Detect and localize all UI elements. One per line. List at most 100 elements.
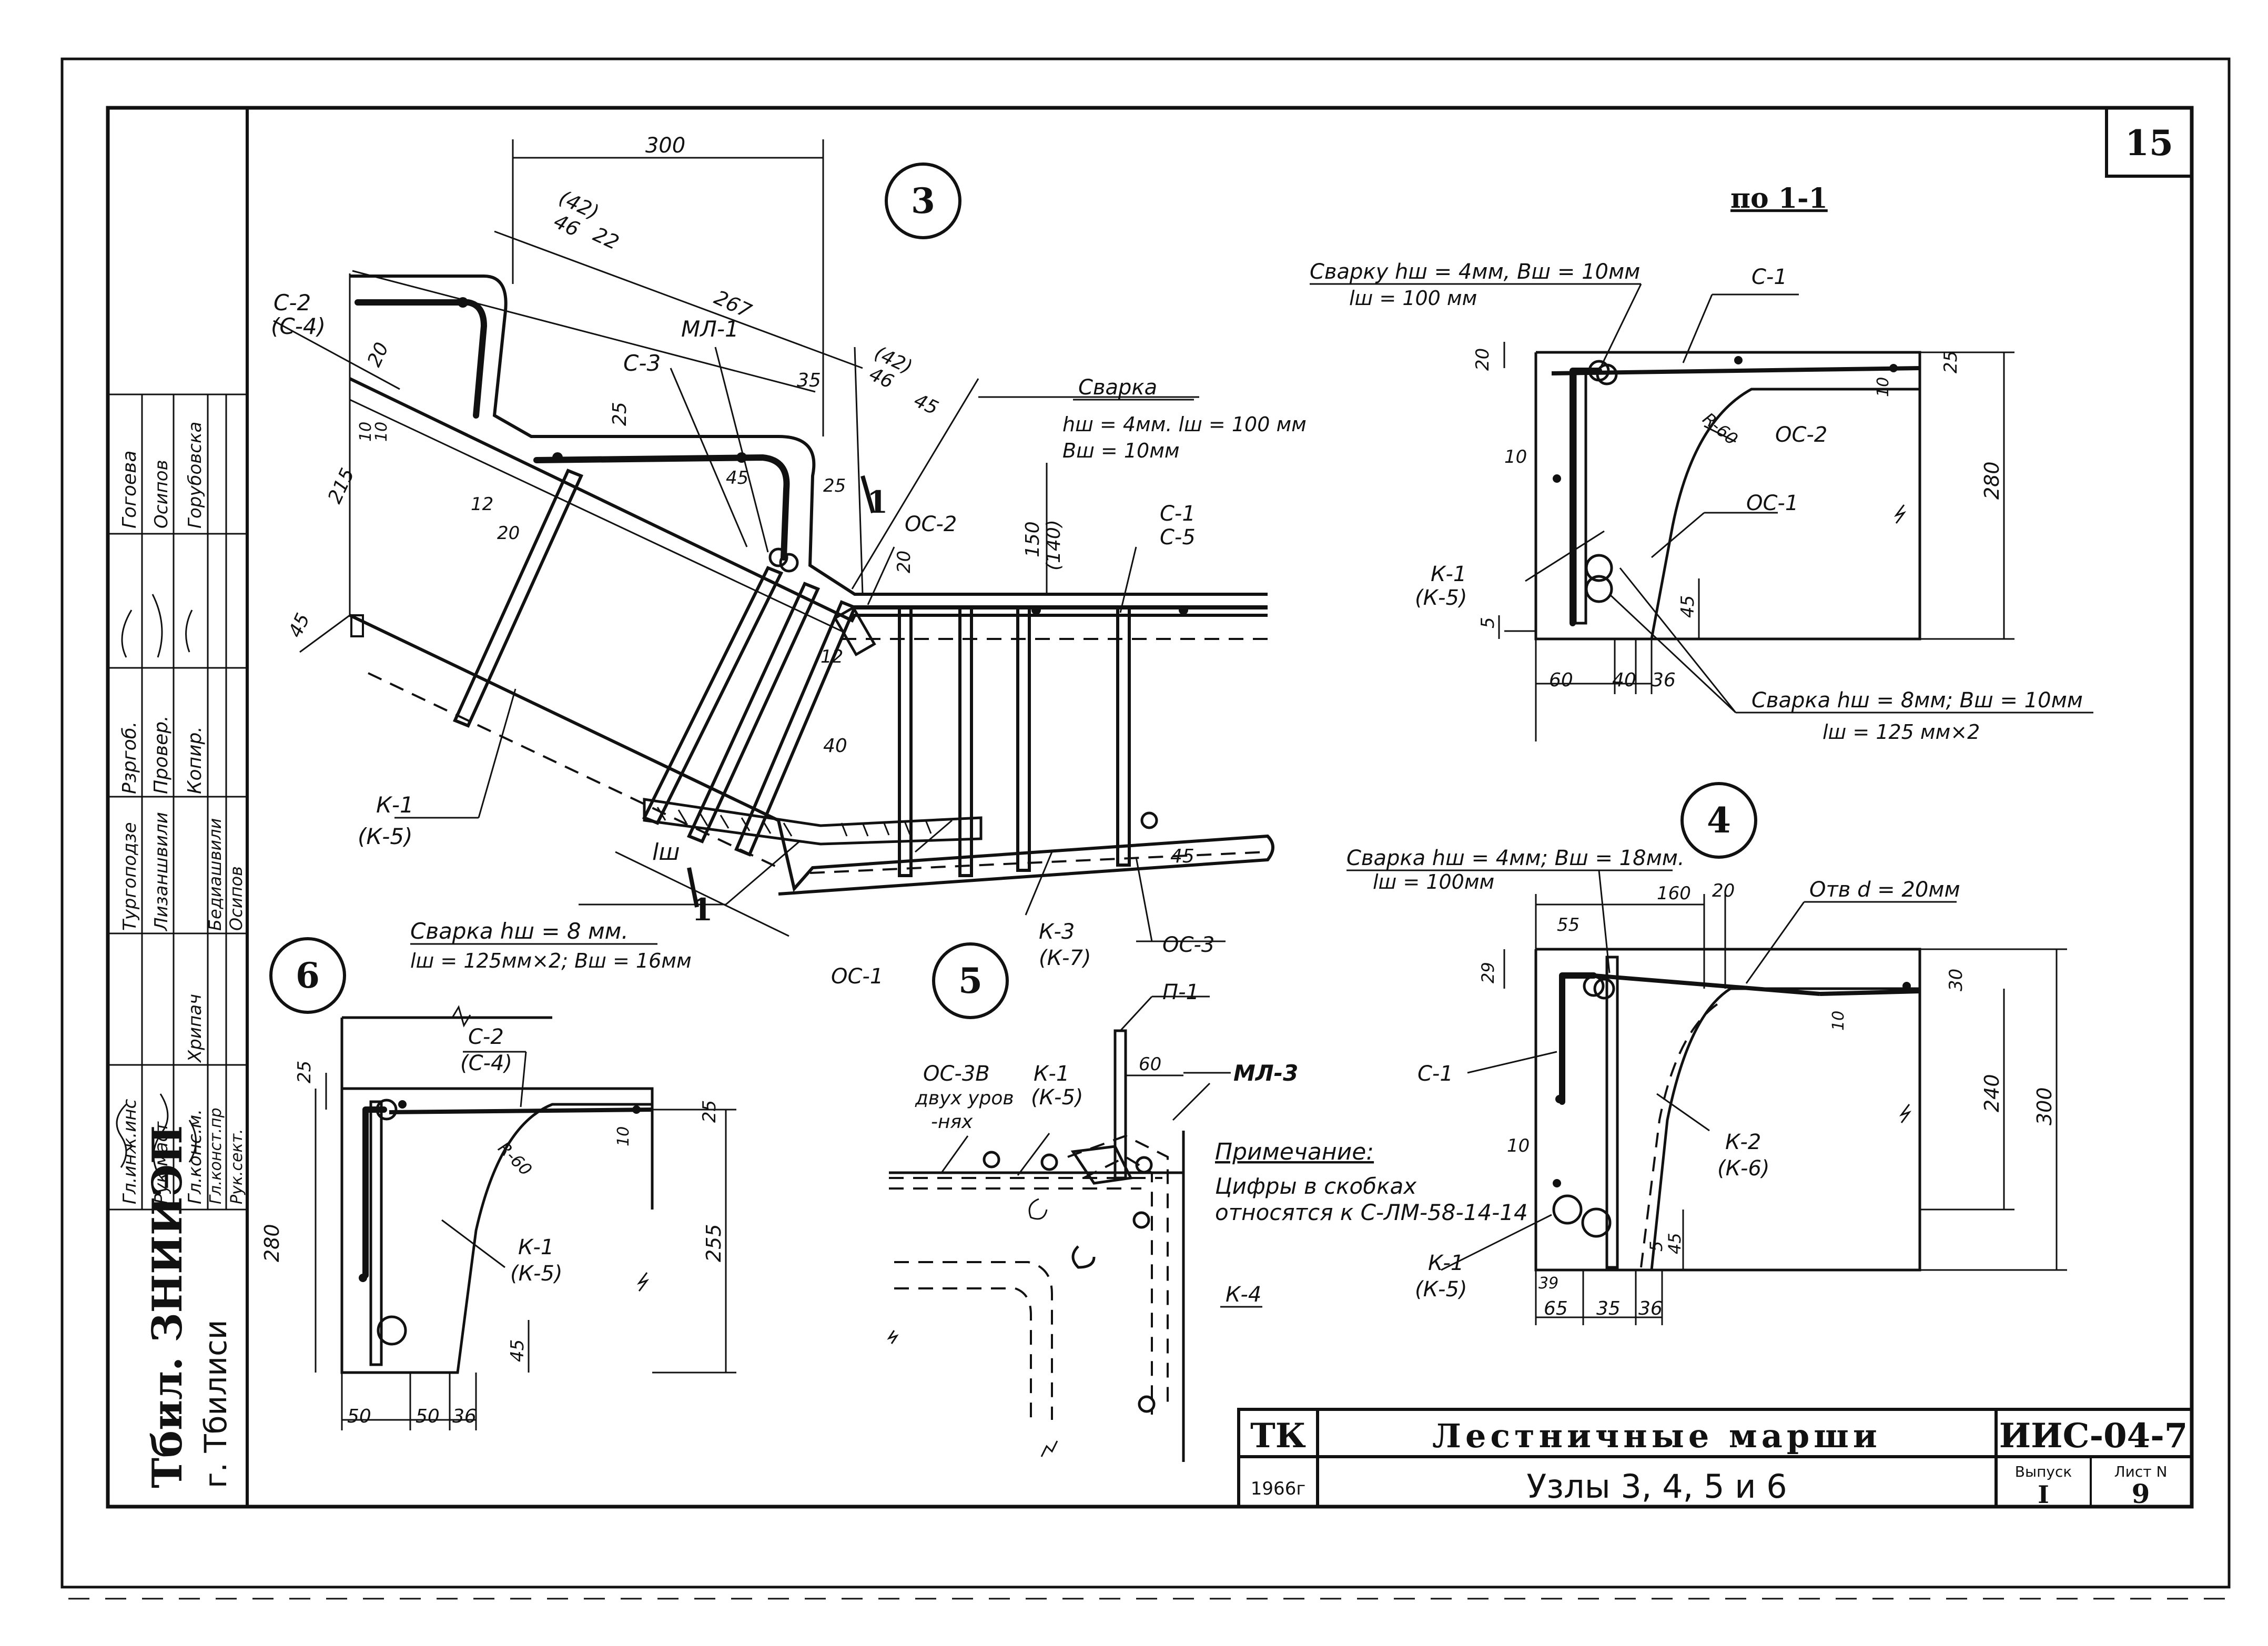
n3-dim-20c: 20 [894,551,915,573]
role-label-1: Гл.инж.инс [119,1099,140,1204]
n3-weld1-title: Сварка [1078,375,1157,400]
n4-dim-36: 36 [1638,1298,1663,1319]
n4-label-k2: К-2 [1725,1130,1761,1154]
n3-dim-300: 300 [645,134,685,158]
n4-dim-65: 65 [1544,1298,1568,1319]
n4-dim-35: 35 [1596,1298,1621,1319]
n5-label-p1: П-1 [1162,980,1199,1004]
s11-dim-45: 45 [1677,595,1698,618]
n6-dim-25a: 25 [294,1061,315,1083]
org-name: Тбил. ЗНИИЭП [144,1125,191,1488]
sheet-label: Лист N [2114,1463,2168,1480]
n3-dim-140: (140) [1043,520,1065,571]
rebar-c2 [355,299,487,419]
s11-label-c1: С-1 [1751,265,1787,289]
name-entry-4: Горубовска [185,422,206,529]
node-3-number: 3 [911,180,935,221]
s11-label-k1: К-1 [1431,562,1466,586]
n4-dim-240: 240 [1980,1074,2003,1112]
n3-weld2-line2: lш = 125мм×2; Вш = 16мм [410,949,692,972]
n4-dim-10b: 10 [1507,1135,1530,1156]
n3-dim-20b: 20 [497,523,520,544]
stamp-tk: ТК [1250,1416,1306,1456]
n3-dim-150: 150 [1022,521,1044,557]
n5-label-k1: К-1 [1034,1062,1069,1086]
n3-label-oc3: ОС-3 [1162,933,1214,957]
n5-dim-60: 60 [1139,1054,1161,1075]
inner-frame [106,106,2194,1509]
n4-dim-20: 20 [1712,880,1735,901]
role-label-8: Рзргоб. [119,722,140,794]
n5-label-ml3: МЛ-3 [1233,1060,1298,1086]
n4-rebar-c1 [1559,972,1597,1105]
s11-label-oc1: ОС-1 [1746,491,1798,515]
n4-dim-29: 29 [1478,962,1498,983]
s11-dim-20: 20 [1472,348,1493,371]
n3-dim-12b: 12 [821,646,843,667]
outer-frame [60,57,2231,1589]
n4-dim-55: 55 [1557,915,1580,936]
n5-label-levels-end: -нях [931,1111,973,1133]
role-label-7: Лизаншвили [151,812,172,932]
n4-dim-10a: 10 [1829,1011,1848,1031]
node-6-circle [269,937,346,1014]
doc-title: Лестничные марши [1432,1417,1881,1455]
section-mark-top: 1 [867,484,888,520]
n3-dim-12a: 12 [471,494,493,515]
n6-label-c2: С-2 [468,1025,504,1049]
n5-label-two-levels: двух уров [915,1088,1014,1109]
n4-label-k6: (К-6) [1717,1156,1770,1181]
n3-label-c4: (С-4) [271,313,326,339]
signature-marks [116,594,197,1173]
n3-label-k1: К-1 [376,792,414,818]
n3-label-k7: (К-7) [1039,946,1091,970]
s11-dim-5: 5 [1477,617,1498,628]
n3-dim-35: 35 [797,370,821,391]
stirrup-c1-a [898,606,913,877]
bottom-title-block: ТК 1966г Лестничные марши Узлы 3, 4, 5 и… [1237,1408,2193,1509]
node-3-detail: 3 1 1 [271,134,1307,989]
n4-weld-1: Сварка hш = 4мм; Вш = 18мм. [1346,846,1685,870]
note-line-2: относятся к С-ЛМ-58-14-14 [1215,1200,1528,1225]
n6-dim-255: 255 [702,1224,725,1262]
s11-weld-bottom-2: lш = 125 мм×2 [1822,720,1980,744]
section-1-1-title: по 1-1 [1730,182,1828,215]
section-1-1-detail: по 1-1 Сварку hш = 4мм, Вш = 10мм [1310,182,2093,744]
n4-weld-2: lш = 100мм [1373,870,1494,893]
n4-label-k5: (К-5) [1415,1277,1467,1302]
n4-dim-5: 5 [1646,1241,1666,1252]
n4-dim-300: 300 [2033,1087,2056,1125]
s11-label-oc2: ОС-2 [1775,423,1827,447]
node-5-number: 5 [958,960,983,1001]
name-entry-2: Бедиашвили [205,818,225,931]
s11-weld-bottom-1: Сварка hш = 8мм; Вш = 10мм [1751,688,2083,713]
n5-label-k4: К-4 [1226,1283,1261,1307]
sheet-number: 15 [2125,123,2173,164]
n3-dim-10a: 10 [357,422,375,442]
n3-label-c5: С-5 [1160,525,1196,550]
node-5-circle [932,942,1009,1019]
n3-dim-40: 40 [823,735,847,757]
n4-dim-45: 45 [1665,1233,1685,1254]
n3-dim-45d: 45 [1170,846,1194,867]
n4-dim-30: 30 [1946,969,1967,991]
s11-weld-top-2: lш = 100 мм [1349,287,1477,310]
role-label-9: Провер. [150,715,172,794]
name-entry-5: Осипов [151,460,172,529]
n4-dim-39: 39 [1538,1274,1558,1293]
n6-dim-25b: 25 [699,1100,720,1123]
n4-label-c1: С-1 [1418,1062,1453,1086]
s11-dim-25: 25 [1940,351,1961,373]
node-4-number: 4 [1707,800,1731,841]
n3-weld1-line2: Вш = 10мм [1062,439,1180,462]
role-label-6: Тургоподзе [119,822,140,931]
n3-label-oc1: ОС-1 [831,964,883,989]
n3-dim-45b: 45 [285,610,315,641]
n3-label-ml1: МЛ-1 [681,316,739,342]
s11-dim-10b: 10 [1504,446,1527,468]
stirrup-k1-c [686,582,821,844]
year: 1966г [1251,1478,1305,1499]
n3-dim-20a: 20 [363,339,393,370]
name-entry-1: Хрипач [185,994,206,1063]
